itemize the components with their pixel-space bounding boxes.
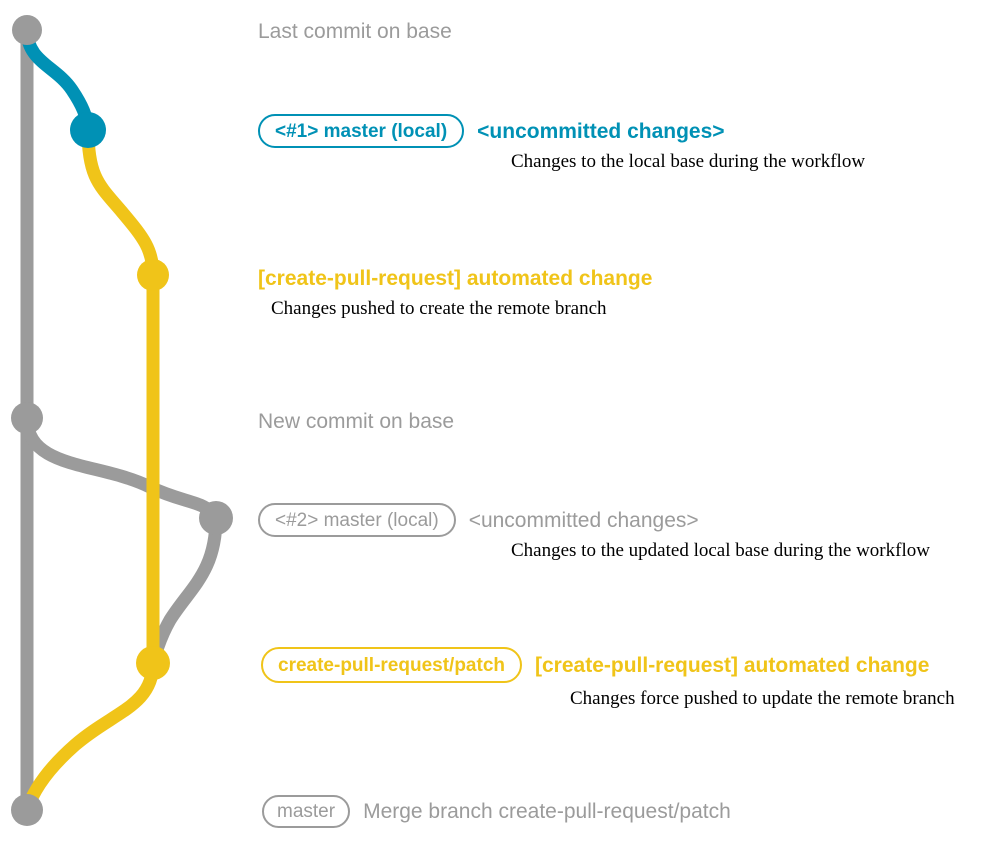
commit-subject: New commit on base [258, 409, 455, 433]
commit-subject: [create-pull-request] automated change [535, 653, 930, 677]
commit-node-base-new-commit[interactable] [11, 402, 43, 434]
commit-description-1: Changes to the local base during the wor… [511, 151, 866, 172]
commit-node-base-merge-commit[interactable] [11, 794, 43, 826]
commit-description-3: Changes to the updated local base during… [511, 540, 930, 561]
commit-row-automated-change-1: [create-pull-request] automated change [258, 264, 652, 292]
branch-badge-local-1[interactable]: <#1> master (local) [258, 114, 465, 148]
branch-line-local1-to-automated1 [81, 123, 160, 282]
commit-row-uncommitted-changes-2: <#2> master (local) <uncommitted changes… [258, 503, 699, 537]
branch-line-base-to-local2 [20, 411, 223, 525]
commit-node-local-workspace-2[interactable] [199, 501, 233, 535]
commit-row-uncommitted-changes-1: <#1> master (local) <uncommitted changes… [258, 114, 725, 148]
commit-node-base-last-commit[interactable] [12, 15, 42, 45]
branch-badge-master[interactable]: master [262, 795, 351, 828]
commit-description-2: Changes pushed to create the remote bran… [271, 298, 607, 319]
commit-node-automated-commit-2[interactable] [136, 646, 170, 680]
branch-badge-local-2[interactable]: <#2> master (local) [258, 503, 456, 537]
commit-subject: Last commit on base [258, 19, 452, 43]
commit-node-local-workspace-1[interactable] [70, 112, 106, 148]
commit-row-last-commit-on-base: Last commit on base [258, 17, 452, 45]
branch-badge-create-pull-request-patch[interactable]: create-pull-request/patch [261, 647, 522, 683]
commit-subject: [create-pull-request] automated change [258, 266, 653, 290]
branch-line-automated2-to-merge [20, 656, 160, 817]
commit-subject: <uncommitted changes> [468, 508, 699, 532]
commit-row-new-commit-on-base: New commit on base [258, 407, 454, 435]
commit-description-4: Changes force pushed to update the remot… [570, 688, 955, 709]
commit-row-merge-commit: master Merge branch create-pull-request/… [262, 795, 731, 828]
commit-subject: Merge branch create-pull-request/patch [363, 800, 731, 823]
commit-node-automated-commit-1[interactable] [137, 259, 169, 291]
commit-row-automated-change-2: create-pull-request/patch [create-pull-r… [261, 647, 929, 683]
commit-subject: <uncommitted changes> [477, 119, 725, 143]
